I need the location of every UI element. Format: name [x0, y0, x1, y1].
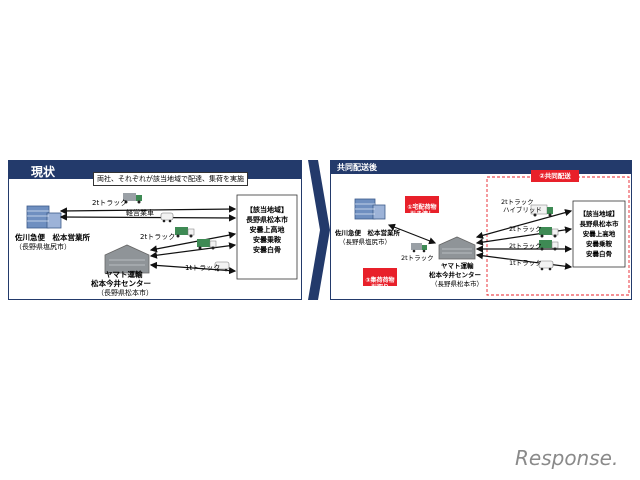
joint-delivery-label-box: ②共同配送 [531, 170, 579, 182]
joint-delivery-title: 共同配送後 [337, 163, 377, 172]
yamato-center-warehouse-icon [104, 244, 150, 274]
current-state-diagram [26, 193, 298, 280]
current-state-panel: 現状 両社、それぞれが該当地域で配達、集荷を実施 [8, 160, 302, 300]
truck-icon [411, 243, 427, 253]
arrow-handover [387, 223, 437, 245]
van-1t-icon [214, 261, 230, 272]
arrow-yamato-2t-b [149, 242, 237, 259]
truck-icon [197, 239, 217, 250]
truck-icon [539, 227, 559, 238]
arrow-yamato-1t [149, 261, 237, 275]
response-watermark-logo: Response. [515, 446, 619, 470]
truck-label: 2tトラック [509, 225, 542, 233]
current-state-note: 両社、それぞれが該当地域で配達、集荷を実施 [93, 172, 248, 186]
arrow-sagawa-2t [59, 205, 237, 215]
joint-delivery-panel: 共同配送後 [330, 160, 632, 300]
chevron-right-icon [308, 160, 330, 300]
pickup-label-box: ③集荷荷物 引取り [363, 268, 397, 291]
sagawa-name: 佐川急便 松本営業所 [335, 229, 400, 237]
yamato-center-warehouse-icon [438, 236, 476, 260]
van-1t-icon [538, 260, 554, 271]
yamato-name-1: ヤマト運輸 [105, 270, 143, 279]
area-box [572, 200, 626, 268]
truck-label: 1tトラック [509, 259, 542, 267]
truck-label: ハイブリッド [503, 206, 542, 214]
yamato-name-1: ヤマト運輸 [441, 262, 474, 270]
area-box-text: 【該当地域】 長野県松本市 安曇上高地 安曇乗鞍 安曇白骨 [246, 206, 288, 254]
sagawa-name: 佐川急便 松本営業所 [15, 233, 90, 242]
arrow-joint-1t [475, 252, 573, 270]
truck-label: 軽営業車 [126, 209, 154, 217]
hybrid-truck-icon [530, 204, 553, 217]
yamato-name-2: 松本今井センター [91, 279, 151, 288]
truck-icon [175, 227, 195, 238]
joint-delivery-diagram [354, 176, 630, 296]
current-state-title: 現状 [31, 165, 56, 179]
truck-label: 1tトラック [185, 264, 221, 272]
yamato-location: （長野県松本市） [97, 289, 153, 297]
area-box-text: 【該当地域】 長野県松本市 安曇上高地 安曇乗鞍 安曇白骨 [579, 210, 619, 258]
area-box [236, 194, 298, 280]
yamato-location: （長野県松本市） [431, 280, 483, 288]
truck-icon [539, 240, 559, 251]
sagawa-location: （長野県塩尻市） [339, 238, 391, 246]
truck-label: 2tトラック [140, 233, 176, 241]
sagawa-office-building-icon [354, 198, 386, 220]
light-van-icon [160, 212, 174, 223]
truck-label: 2tトラック [92, 199, 128, 207]
truck-label: 2tトラック [501, 198, 534, 206]
sagawa-office-building-icon [26, 205, 62, 229]
yamato-name-2: 松本今井センター [429, 271, 481, 279]
truck-label: 2tトラック [401, 254, 434, 262]
arrow-sagawa-light [59, 213, 237, 222]
truck-icon [123, 193, 142, 204]
truck-label: 2tトラック [509, 242, 542, 250]
sagawa-location: （長野県塩尻市） [15, 243, 71, 251]
handover-label-box: ①宅配荷物 引き渡し [405, 196, 439, 218]
